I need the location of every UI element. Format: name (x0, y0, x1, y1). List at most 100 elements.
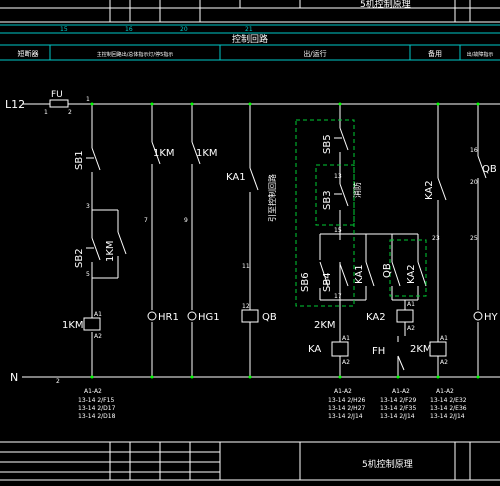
svg-text:引至控制回路: 引至控制回路 (267, 174, 277, 222)
tag-2km-b: 2KM (410, 344, 432, 355)
supply-n-label: N (10, 371, 18, 384)
fuse-terminal-1: 1 (44, 109, 48, 116)
svg-text:3: 3 (86, 203, 90, 210)
contact-table-4: A1-A2 13-14 2/E32 13-14 2/E36 13-14 2/J1… (430, 388, 467, 420)
tag-hy: HY (484, 312, 499, 323)
svg-text:1: 1 (86, 96, 90, 103)
svg-text:13-14 2/H27: 13-14 2/H27 (328, 405, 366, 412)
tag-sb3: SB3 (322, 190, 333, 210)
svg-text:16: 16 (470, 147, 478, 154)
svg-text:A1: A1 (407, 301, 415, 308)
svg-text:7: 7 (144, 217, 148, 224)
contact-table-3: A1-A2 13-14 2/F29 13-14 2/F35 13-14 2/J1… (380, 388, 416, 420)
tag-ka1-a: KA1 (226, 172, 246, 183)
header-col-3: 出/运行 (303, 49, 326, 58)
header-col-2: 主控制回路出/总体指示灯/停5指示 (97, 51, 174, 58)
tag-1km-d: 1KM (196, 148, 218, 159)
svg-text:A1-A2: A1-A2 (84, 388, 102, 395)
tag-ka2-c: KA2 (424, 180, 435, 200)
svg-text:13-14 2/J14: 13-14 2/J14 (430, 413, 465, 420)
svg-text:13-14 2/D18: 13-14 2/D18 (78, 413, 116, 420)
tag-qb-a: QB (262, 312, 277, 323)
tag-1km-a: 1KM (153, 148, 175, 159)
tag-2km-a: 2KM (314, 320, 336, 331)
tag-ka2-b: KA2 (366, 312, 386, 323)
tag-1km-c: 1KM (62, 320, 84, 331)
tag-sb2: SB2 (74, 248, 85, 268)
svg-text:A1: A1 (440, 335, 448, 342)
svg-text:A1-A2: A1-A2 (392, 388, 410, 395)
bottom-title-block (0, 441, 500, 481)
supply-l-label: L12 (5, 98, 25, 111)
svg-text:13-14 2/F35: 13-14 2/F35 (380, 405, 416, 412)
svg-text:A2: A2 (94, 333, 102, 340)
supply-rails (22, 103, 500, 378)
svg-text:13-14 2/E36: 13-14 2/E36 (430, 405, 467, 412)
component-tags: SB1 1KM SB2 1KM 1KM HR1 1KM HG1 KA1 QB S… (62, 134, 499, 357)
tag-hr1: HR1 (158, 312, 179, 323)
tag-fh: FH (372, 346, 385, 357)
svg-text:2: 2 (56, 378, 60, 385)
svg-text:A2: A2 (407, 325, 415, 332)
tag-hg1: HG1 (198, 312, 220, 323)
header-section-title: 控制回路 (232, 33, 268, 45)
svg-text:5: 5 (86, 271, 90, 278)
svg-text:17: 17 (334, 293, 342, 300)
svg-text:A2: A2 (342, 359, 350, 366)
header-col-4: 备用 (428, 49, 442, 58)
svg-text:A2: A2 (440, 359, 448, 366)
coil-terminal-labels: A1 A2 A1 A2 A1 A2 A1 A2 (94, 301, 448, 366)
drawing-title-top: 5机控制原理 (360, 0, 411, 10)
vertical-note-2: 消防 (352, 182, 362, 198)
tag-ka2-a: KA2 (406, 264, 417, 284)
svg-text:12: 12 (242, 303, 250, 310)
svg-text:A1-A2: A1-A2 (334, 388, 352, 395)
tag-sb1: SB1 (74, 150, 85, 170)
dashed-boxes (295, 119, 427, 307)
top-number-4: 21 (245, 26, 253, 33)
tag-ka1-b: KA1 (354, 264, 365, 284)
tag-sb5: SB5 (322, 134, 333, 154)
contact-table-2: A1-A2 13-14 2/H26 13-14 2/H27 13-14 2/J1… (328, 388, 366, 420)
tag-sb4: SB4 (322, 272, 333, 292)
svg-text:13-14 2/F29: 13-14 2/F29 (380, 397, 416, 404)
contact-table-1: A1-A2 13-14 2/F15 13-14 2/D17 13-14 2/D1… (78, 388, 116, 420)
svg-text:A1-A2: A1-A2 (436, 388, 454, 395)
tag-1km-b: 1KM (105, 240, 116, 262)
svg-text:A1: A1 (342, 335, 350, 342)
svg-text:11: 11 (242, 263, 250, 270)
vertical-note-1: 引至控制回路 (267, 174, 277, 222)
top-title-strip (0, 0, 500, 23)
header-col-5: 出/故障指示 (467, 51, 494, 58)
svg-text:9: 9 (184, 217, 188, 224)
svg-text:13-14 2/D17: 13-14 2/D17 (78, 405, 116, 412)
svg-text:13-14 2/J14: 13-14 2/J14 (328, 413, 363, 420)
fuse-label: FU (51, 90, 63, 100)
svg-text:25: 25 (470, 235, 478, 242)
svg-text:15: 15 (334, 227, 342, 234)
coil-symbols (83, 309, 447, 357)
top-number-3: 20 (180, 26, 188, 33)
lamp-symbols (147, 311, 483, 321)
tag-sb6: SB6 (300, 272, 311, 292)
svg-text:13-14 2/E32: 13-14 2/E32 (430, 397, 467, 404)
drawing-title-bottom: 5机控制原理 (362, 458, 413, 470)
svg-text:13-14 2/H26: 13-14 2/H26 (328, 397, 366, 404)
wire-numbers: 1 2 3 5 7 9 11 12 13 15 17 16 20 23 25 (56, 96, 478, 385)
header-grid (0, 24, 500, 61)
svg-text:23: 23 (432, 235, 440, 242)
top-number-2: 16 (125, 26, 133, 33)
svg-text:13-14 2/F15: 13-14 2/F15 (78, 397, 114, 404)
svg-text:A1: A1 (94, 311, 102, 318)
terminal-dots (90, 102, 480, 379)
contact-symbols (86, 127, 487, 371)
header-col-1: 短断器 (18, 49, 39, 58)
fuse (49, 99, 69, 108)
fuse-terminal-2: 2 (68, 109, 72, 116)
tag-ka: KA (308, 344, 321, 355)
svg-text:13-14 2/J14: 13-14 2/J14 (380, 413, 415, 420)
svg-text:消防: 消防 (352, 182, 362, 198)
svg-text:20: 20 (470, 179, 478, 186)
